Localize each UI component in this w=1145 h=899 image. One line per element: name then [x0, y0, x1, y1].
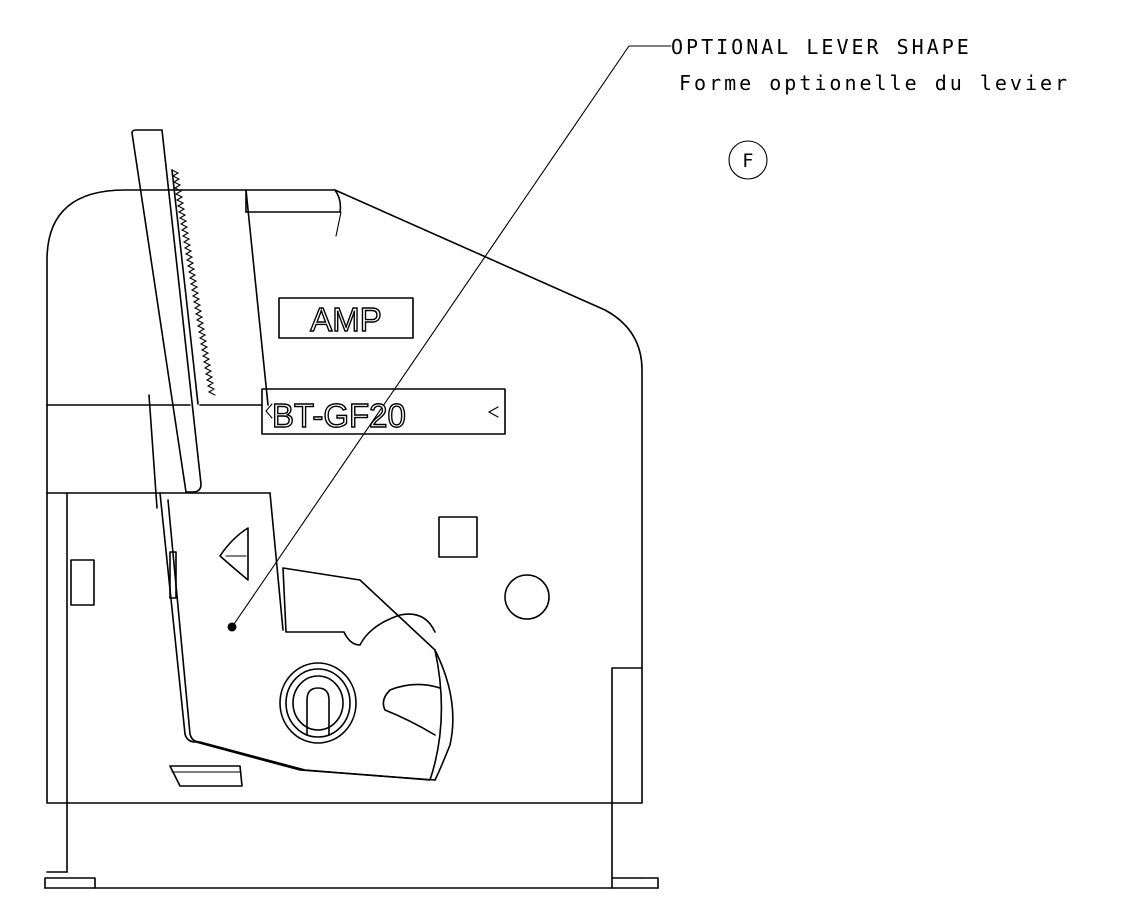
lever-right-edge	[269, 492, 284, 631]
detail-circle	[728, 140, 768, 180]
housing-top-flange	[245, 189, 342, 213]
pivot-inner	[292, 675, 344, 731]
housing-outline	[46, 189, 643, 804]
detail-label: F	[743, 150, 754, 172]
lever-left-edge	[159, 492, 186, 735]
part-code-right-chevron	[487, 406, 499, 418]
leader-line	[231, 45, 672, 628]
square-marker	[438, 516, 478, 558]
right-slot	[611, 667, 643, 879]
left-slot	[70, 559, 95, 606]
side-tab	[169, 551, 177, 599]
round-marker	[504, 574, 550, 620]
cam-lobe	[434, 649, 454, 781]
lever-serration	[171, 169, 216, 396]
foot-right	[611, 877, 659, 889]
flange-tick	[335, 211, 342, 237]
bottom-latch	[169, 765, 243, 787]
cam-notch	[382, 683, 441, 736]
callout-line-2: Forme optionelle du levier	[679, 71, 1070, 95]
pivot-ring	[285, 668, 351, 738]
serration-back	[171, 169, 199, 405]
part-code-box	[261, 388, 506, 435]
band-seam	[148, 394, 158, 509]
leader-dot	[227, 622, 237, 632]
pivot-slot	[306, 687, 330, 736]
callout-line-1: OPTIONAL LEVER SHAPE	[671, 35, 972, 59]
brand-box	[278, 297, 414, 339]
pivot-outer	[279, 662, 357, 744]
arrow-marker	[219, 527, 249, 581]
part-code-marking: BT-GF20	[272, 397, 406, 434]
brand-marking: AMP	[310, 301, 382, 338]
lever-bottom	[184, 733, 436, 781]
rack-right-edge	[245, 189, 269, 406]
optional-lever-outline	[167, 499, 443, 781]
lever-handle	[131, 129, 202, 493]
part-code-left-chevron	[265, 403, 273, 419]
foot-left	[44, 877, 96, 889]
